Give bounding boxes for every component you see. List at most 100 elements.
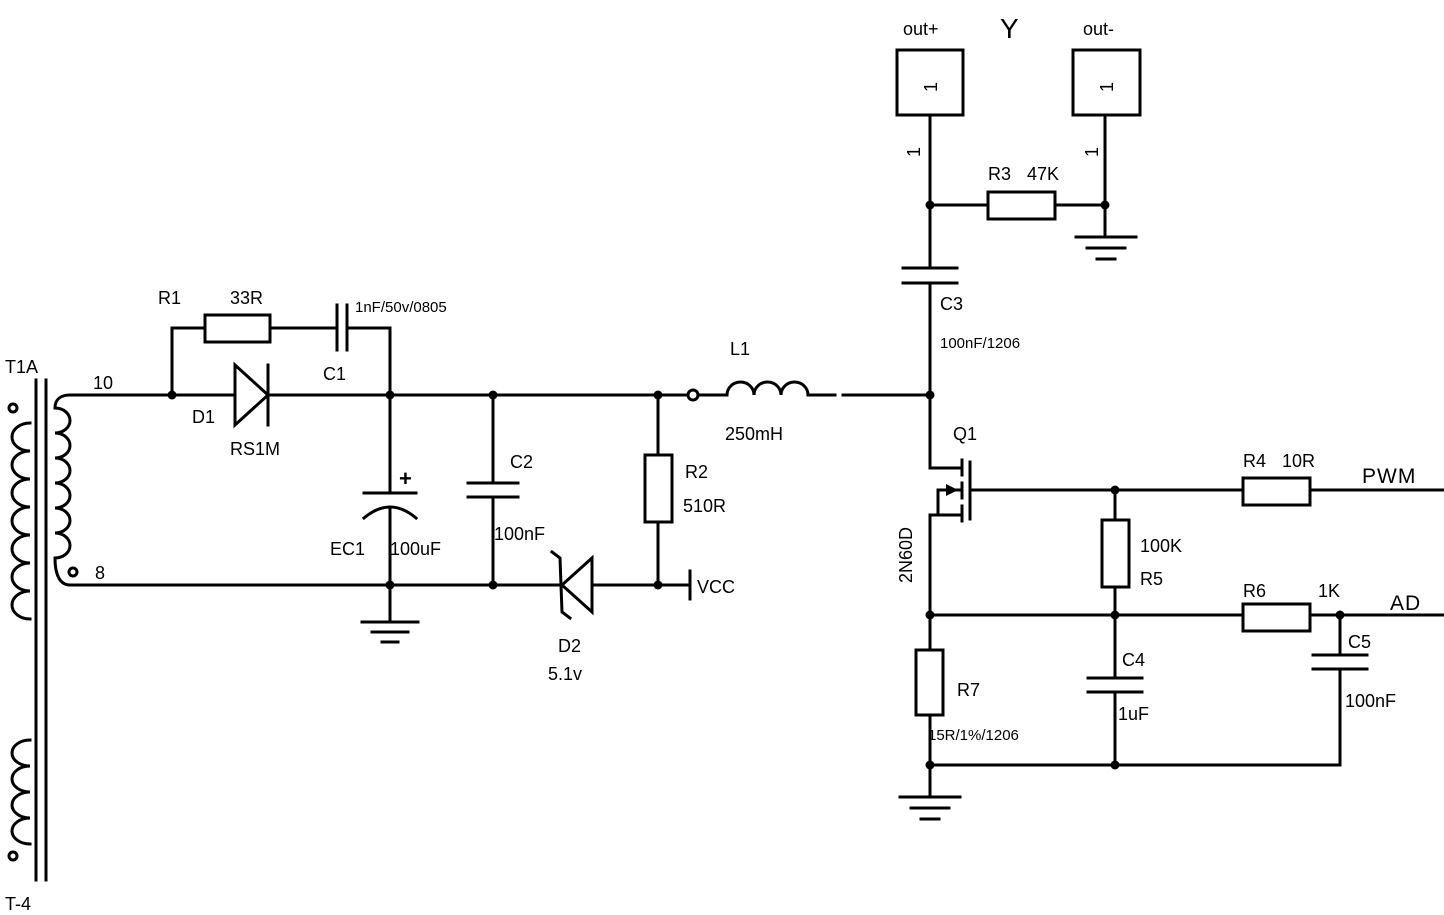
r2-ref: R2 (685, 462, 708, 482)
auxiliary-polarity-dot (9, 852, 17, 860)
ground-symbol (362, 622, 418, 642)
inductor-l1: L1 250mH (688, 339, 930, 444)
junction-node (386, 391, 395, 400)
d1-triangle (235, 365, 268, 425)
r7-value: 15R/1%/1206 (928, 727, 1019, 744)
r5-ref: R5 (1140, 569, 1163, 589)
resistor-r5: 100K R5 (1102, 520, 1182, 589)
wire (172, 328, 205, 395)
junction-node (926, 391, 935, 400)
out-minus-pin-number: 1 (1082, 147, 1102, 157)
r3-value: 47K (1027, 164, 1059, 184)
ec1-polarity: + (399, 466, 412, 491)
transformer-ref-bottom: T-4 (5, 894, 31, 914)
resistor-r3: R3 47K (988, 164, 1059, 219)
diode-d1: D1 RS1M (192, 365, 280, 459)
junction-nodes (168, 201, 1345, 770)
connector-title: Y (1000, 13, 1019, 44)
d1-value: RS1M (230, 439, 280, 459)
r3-ref: R3 (988, 164, 1011, 184)
pwm-label: PWM (1362, 465, 1416, 488)
zener-diode-d2: D2 5.1v (548, 552, 592, 684)
wire (347, 328, 390, 395)
vcc-terminal: VCC (690, 571, 735, 599)
auxiliary-winding (12, 740, 30, 844)
r3-body (988, 192, 1055, 219)
primary-winding (12, 423, 30, 619)
capacitor-c3: C3 100nF/1206 (903, 268, 1020, 352)
out-minus-box-pin: 1 (1097, 82, 1117, 92)
r6-value: 1K (1318, 581, 1340, 601)
r5-body (1102, 520, 1129, 587)
resistor-r2: R2 510R (645, 395, 726, 585)
vcc-label: VCC (697, 577, 735, 597)
junction-node (926, 761, 935, 770)
junction-node (654, 581, 663, 590)
ground-symbol (1076, 237, 1136, 259)
q1-value: 2N60D (896, 527, 916, 583)
resistor-r7: R7 15R/1%/1206 (916, 650, 1019, 744)
r6-body (1243, 604, 1310, 631)
c4-value: 1uF (1118, 704, 1149, 724)
q1-arrow (946, 484, 958, 496)
secondary-polarity-dot (69, 568, 77, 576)
r2-body (645, 455, 672, 522)
junction-node (1111, 611, 1120, 620)
d2-value: 5.1v (548, 664, 582, 684)
capacitor-c5: C5 100nF (1313, 632, 1396, 711)
junction-node (386, 581, 395, 590)
out-plus-box-pin: 1 (921, 82, 941, 92)
r5-value: 100K (1140, 536, 1182, 556)
transformer-t1a: T1A T-4 10 8 (5, 357, 113, 914)
r1-ref: R1 (158, 288, 181, 308)
c4-ref: C4 (1122, 650, 1145, 670)
junction-node (1111, 486, 1120, 495)
transformer-pin-bottom: 8 (95, 563, 105, 583)
junction-node (168, 391, 177, 400)
c5-ref: C5 (1348, 632, 1371, 652)
junction-node (489, 391, 498, 400)
ec1-ref: EC1 (330, 539, 365, 559)
r2-value: 510R (683, 496, 726, 516)
r4-value: 10R (1282, 451, 1315, 471)
l1-ref: L1 (730, 339, 750, 359)
secondary-winding (55, 395, 70, 585)
primary-polarity-dot (9, 404, 17, 412)
c2-ref: C2 (510, 452, 533, 472)
junction-node (1101, 201, 1110, 210)
junction-node (489, 581, 498, 590)
r4-ref: R4 (1243, 451, 1266, 471)
resistor-r1: R1 33R (158, 288, 270, 342)
d2-triangle (562, 558, 592, 612)
capacitor-c4: C4 1uF (1088, 650, 1149, 724)
r7-body (916, 650, 943, 715)
out-plus-pin-number: 1 (904, 147, 924, 157)
c1-ref: C1 (323, 364, 346, 384)
ground-symbol (900, 797, 960, 819)
mosfet-q1: Q1 2N60D (896, 424, 977, 583)
c1-value: 1nF/50v/0805 (355, 299, 447, 316)
r1-value: 33R (230, 288, 263, 308)
c2-value: 100nF (494, 524, 545, 544)
test-point (688, 390, 698, 400)
capacitor-c2: C2 100nF (468, 395, 545, 585)
transformer-ref: T1A (5, 357, 38, 377)
r7-ref: R7 (957, 680, 980, 700)
q1-ref: Q1 (953, 424, 977, 444)
c3-ref: C3 (940, 294, 963, 314)
ad-label: AD (1390, 592, 1421, 615)
transformer-pin-top: 10 (93, 373, 113, 393)
out-minus-label: out- (1083, 19, 1114, 39)
r1-body (205, 315, 270, 342)
junction-node (1111, 761, 1120, 770)
junction-node (926, 201, 935, 210)
junction-node (654, 391, 663, 400)
out-plus-label: out+ (903, 19, 939, 39)
d2-ref: D2 (558, 636, 581, 656)
capacitor-c1: 1nF/50v/0805 C1 (323, 299, 447, 384)
d1-ref: D1 (192, 407, 215, 427)
junction-node (926, 611, 935, 620)
junction-node (1336, 611, 1345, 620)
resistor-r4: R4 10R PWM (1243, 451, 1416, 505)
